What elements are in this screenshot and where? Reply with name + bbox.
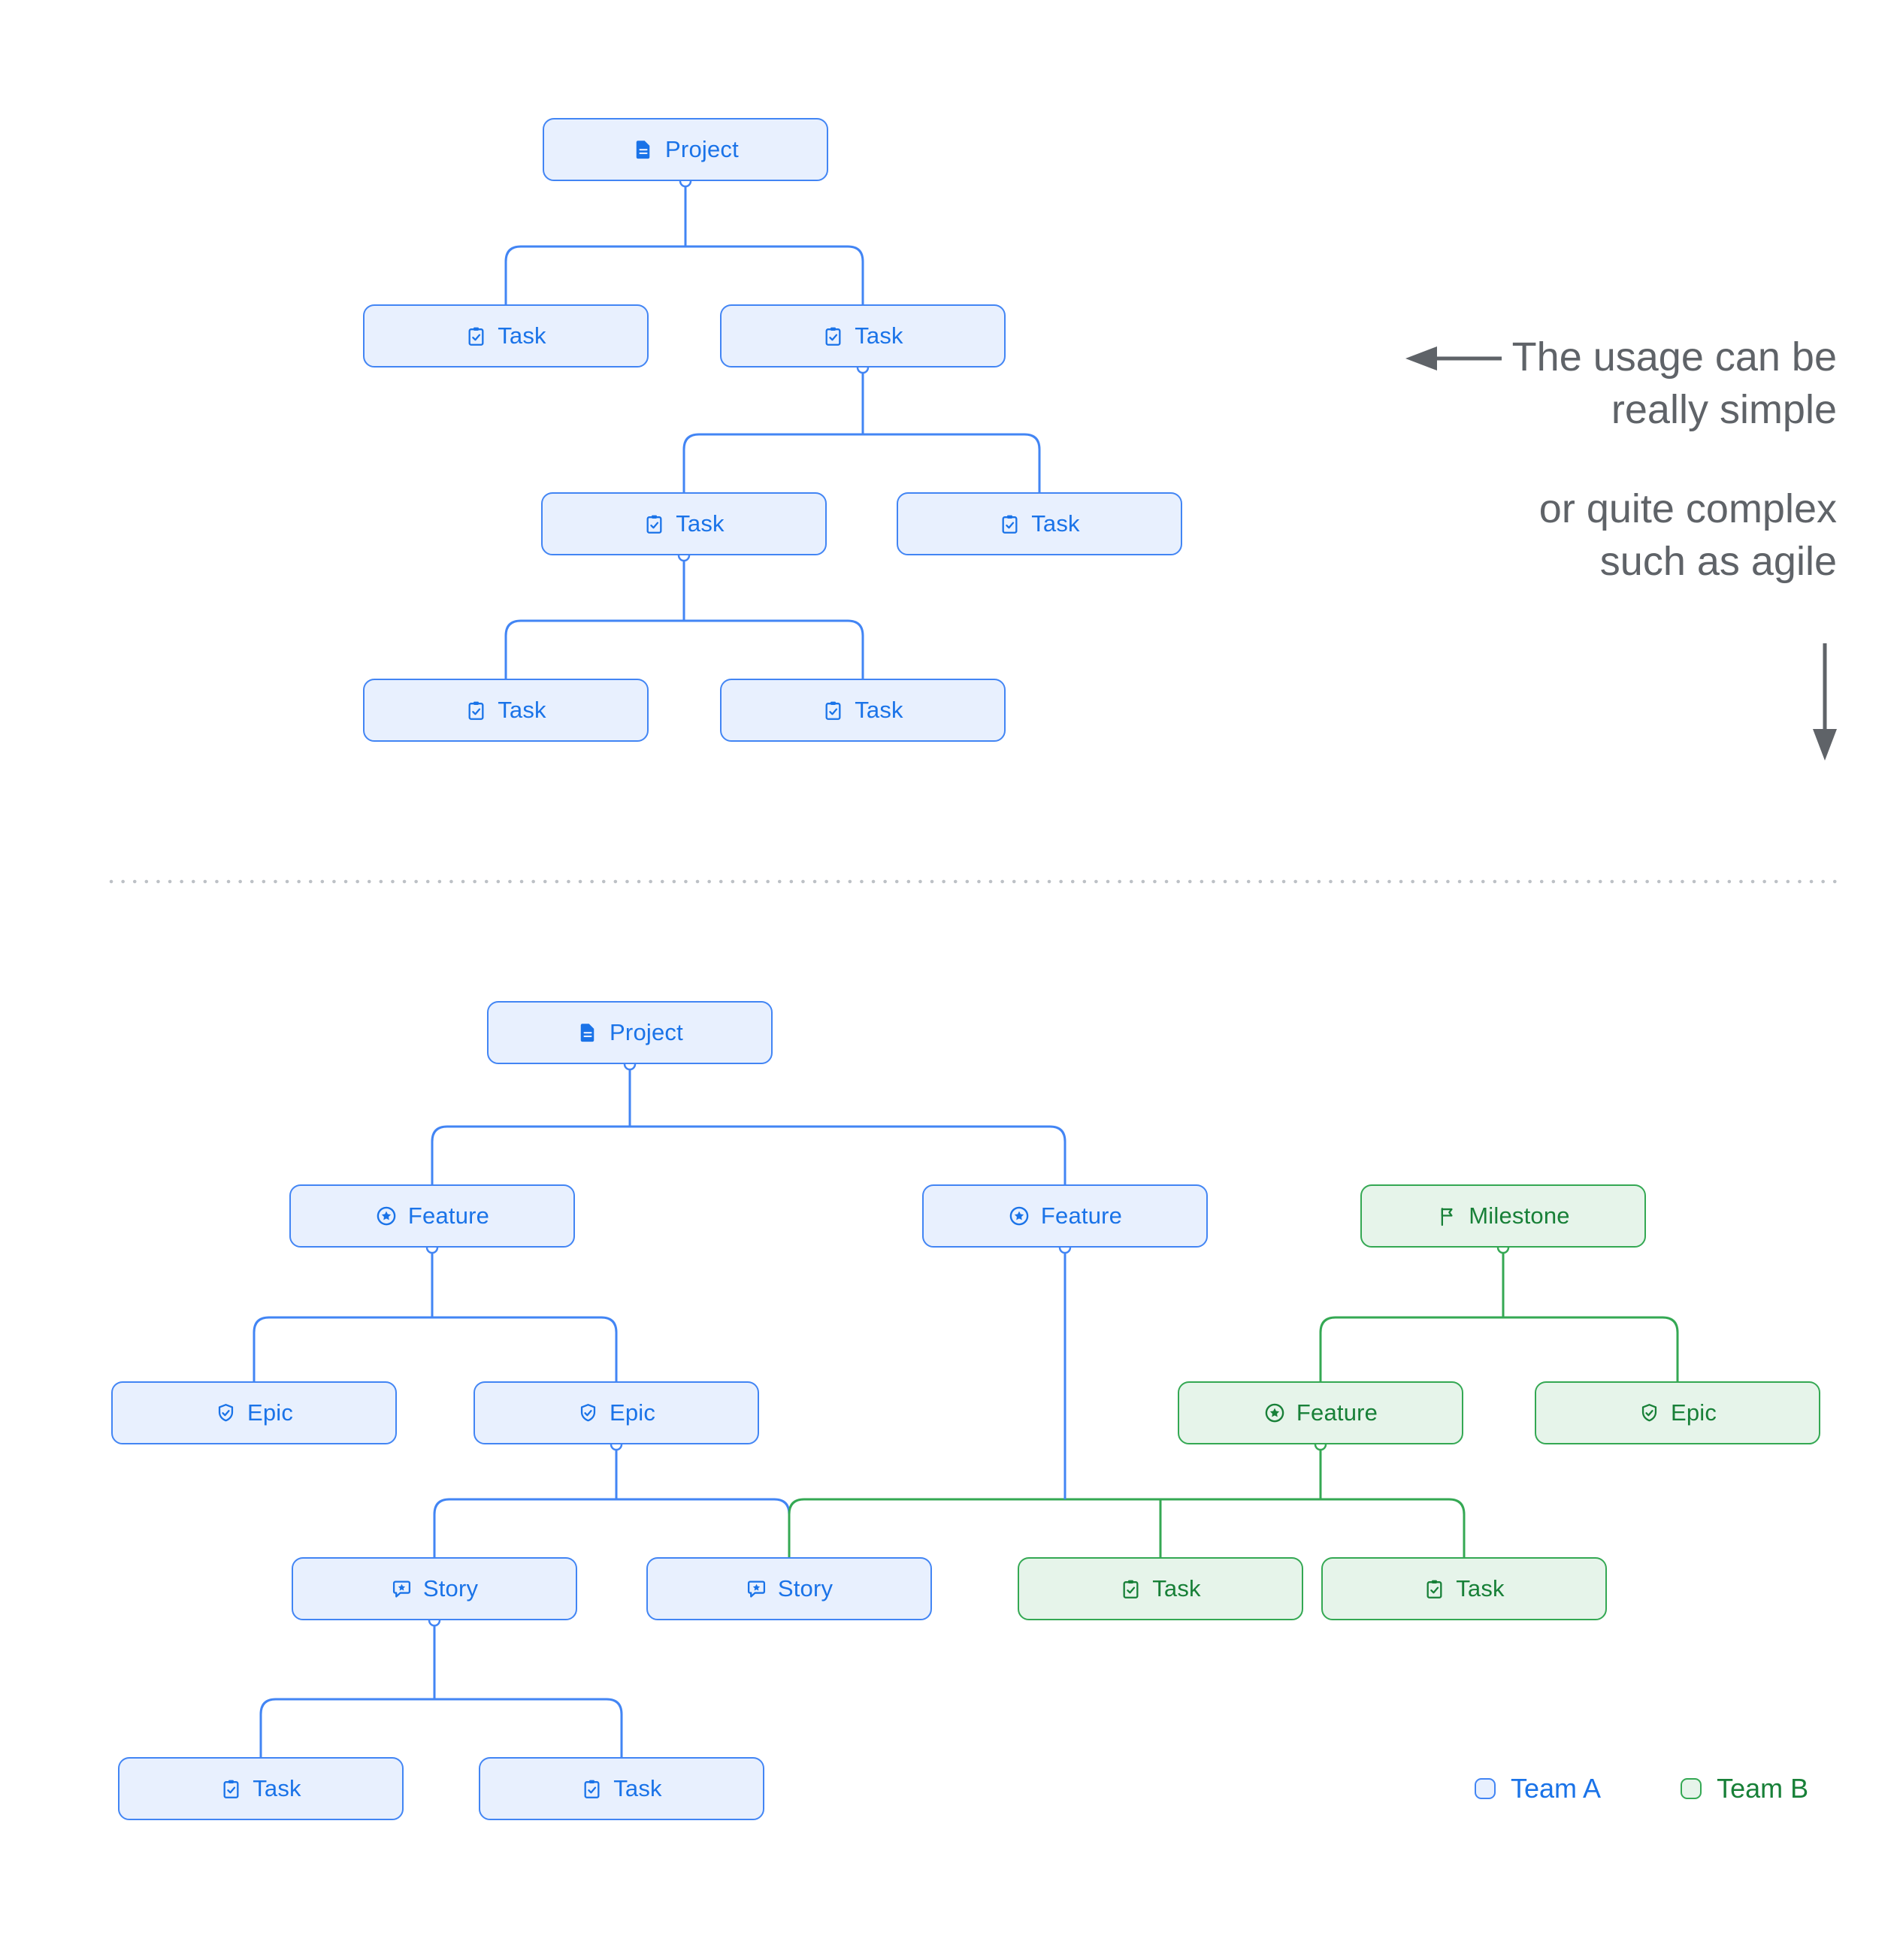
node-task-t3: Task [541,492,827,555]
node-label: Story [422,1574,479,1602]
node-label: Task [676,510,725,537]
node-label: Task [498,696,546,723]
node-label: Task [1456,1574,1505,1602]
document-icon [632,138,655,161]
epic-icon [215,1402,237,1424]
legend-item-team-a: Team A [1475,1775,1601,1802]
story-icon [746,1578,767,1600]
team-a-label: Team A [1511,1773,1602,1804]
team-b-label: Team B [1717,1773,1809,1804]
node-label: Task [855,322,903,349]
node-project-p1: Project [543,118,828,181]
node-task-t5: Task [363,679,649,742]
node-task-gt1: Task [1018,1557,1303,1620]
down-arrow [1813,643,1837,761]
feature-icon [375,1205,398,1227]
annotation-line-1: The usage can be [1511,334,1837,380]
node-milestone-m1: Milestone [1360,1184,1646,1248]
node-feature-gf: Feature [1178,1381,1463,1444]
annotation-paragraph-2: or quite complex such as agile [1512,482,1837,588]
node-feature-f1: Feature [289,1184,575,1248]
node-label: Milestone [1469,1202,1570,1229]
node-label: Task [1031,510,1080,537]
node-task-bt1: Task [118,1757,404,1820]
node-label: Epic [1670,1399,1717,1426]
node-label: Feature [1040,1202,1123,1229]
team-b-swatch [1681,1778,1702,1799]
node-label: Task [855,696,903,723]
node-epic-ge: Epic [1535,1381,1820,1444]
feature-icon [1008,1205,1030,1227]
task-icon [643,513,665,535]
node-task-gt2: Task [1321,1557,1607,1620]
annotation-line-4: such as agile [1599,539,1837,584]
team-a-swatch [1475,1778,1496,1799]
legend-item-team-b: Team B [1681,1775,1808,1802]
document-icon [576,1021,599,1044]
legend: Team A Team B [1475,1775,1808,1802]
annotation-line-2: really simple [1611,387,1837,432]
story-icon [391,1578,413,1600]
task-icon [1423,1578,1445,1600]
node-label: Project [610,1018,683,1045]
node-label: Task [613,1774,662,1801]
node-epic-e2: Epic [473,1381,759,1444]
task-icon [465,700,487,721]
node-label: Epic [247,1399,294,1426]
epic-icon [577,1402,599,1424]
node-label: Feature [407,1202,490,1229]
milestone-icon [1436,1205,1458,1227]
node-story-s1: Story [292,1557,577,1620]
task-icon [999,513,1021,535]
annotation-line-3: or quite complex [1538,486,1837,531]
node-project-p2: Project [487,1001,773,1064]
node-label: Task [498,322,546,349]
node-label: Epic [609,1399,656,1426]
node-epic-e1: Epic [111,1381,397,1444]
node-task-t4: Task [897,492,1182,555]
task-icon [1120,1578,1142,1600]
task-icon [220,1778,242,1800]
task-icon [465,325,487,347]
node-label: Feature [1296,1399,1378,1426]
annotation-text: The usage can be really simple or quite … [1512,331,1837,634]
node-label: Story [777,1574,834,1602]
task-icon [822,325,844,347]
node-label: Task [1152,1574,1201,1602]
node-label: Task [253,1774,301,1801]
node-story-s2: Story [646,1557,932,1620]
feature-icon [1263,1402,1286,1424]
left-arrow [1405,346,1502,371]
annotation-paragraph-1: The usage can be really simple [1512,331,1837,436]
node-task-t2: Task [720,304,1006,368]
node-task-t1: Task [363,304,649,368]
node-task-t6: Task [720,679,1006,742]
task-icon [822,700,844,721]
epic-icon [1638,1402,1660,1424]
node-feature-f2: Feature [922,1184,1208,1248]
task-icon [581,1778,603,1800]
node-task-bt2: Task [479,1757,764,1820]
node-label: Project [665,135,739,162]
